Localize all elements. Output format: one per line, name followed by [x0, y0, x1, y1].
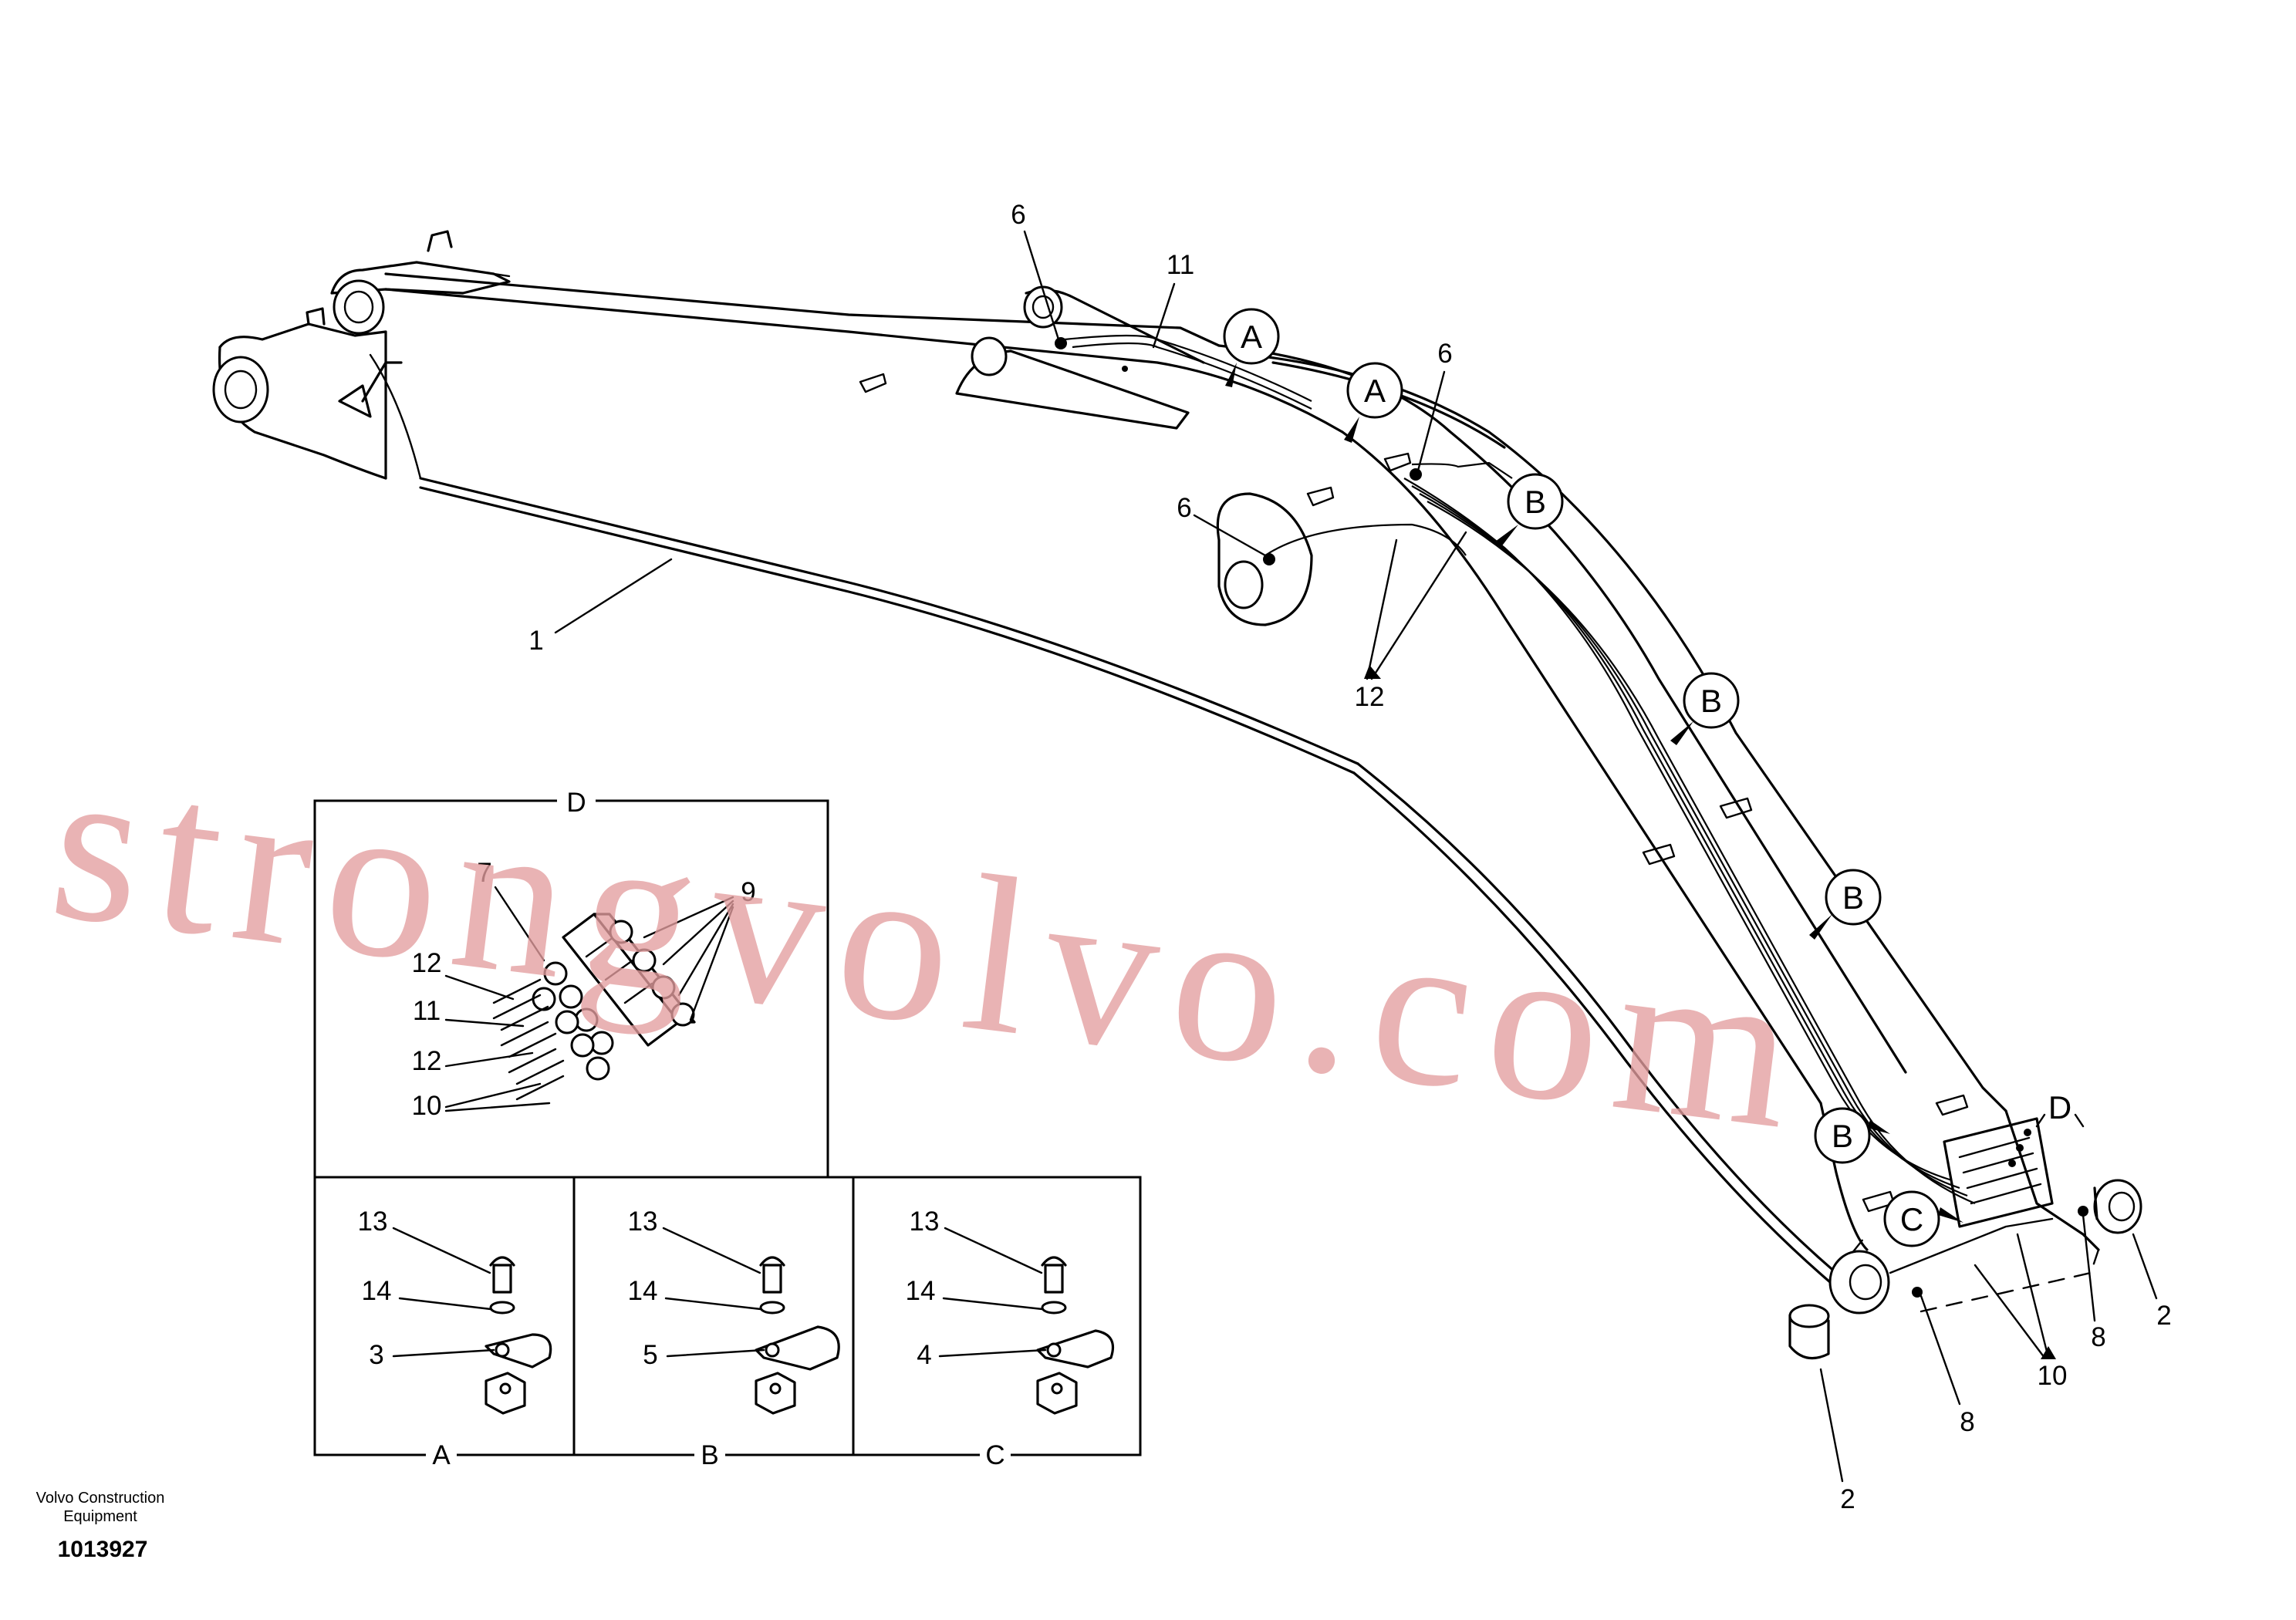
- label-bushing-front: 2: [1819, 1368, 1855, 1514]
- label-hoses-lower: 10: [1974, 1233, 2068, 1391]
- boom-foot: [1828, 1179, 2142, 1315]
- svg-text:C: C: [985, 1440, 1004, 1470]
- rear-pivot: [212, 307, 403, 480]
- detail-a-box: A: [313, 1176, 576, 1470]
- detail-d-fitting-block: [492, 913, 696, 1101]
- svg-text:11: 11: [1167, 250, 1194, 280]
- svg-text:14: 14: [628, 1276, 658, 1306]
- svg-text:13: 13: [628, 1207, 658, 1237]
- cylinder-ear: [330, 230, 511, 335]
- svg-text:7: 7: [477, 858, 491, 888]
- svg-text:10: 10: [412, 1091, 442, 1121]
- svg-text:C: C: [1900, 1201, 1923, 1237]
- svg-text:4: 4: [917, 1340, 931, 1370]
- label-plug-top: 6: [1011, 200, 1067, 349]
- svg-text:5: 5: [643, 1340, 657, 1370]
- bushing-front: [1788, 1304, 1830, 1360]
- label-nipple-rear: 8: [2078, 1206, 2106, 1352]
- svg-text:B: B: [1842, 879, 1864, 916]
- boom-body: [369, 272, 2100, 1313]
- detail-a-clamp: 13 14 3: [358, 1207, 552, 1415]
- boom-cylinder-bracket: [1216, 492, 1313, 626]
- svg-text:12: 12: [412, 948, 442, 978]
- label-bushing-rear: 2: [2132, 1233, 2172, 1331]
- label-plug-mid: 6: [1410, 339, 1453, 481]
- svg-text:6: 6: [1011, 200, 1025, 230]
- svg-text:8: 8: [1960, 1407, 1974, 1437]
- hose-end-block: [1943, 1117, 2054, 1228]
- label-nipple-front: 8: [1912, 1287, 1975, 1437]
- detail-b-box: B: [572, 1176, 855, 1470]
- svg-text:13: 13: [910, 1207, 940, 1237]
- callout-b2: B: [1670, 672, 1740, 745]
- svg-text:12: 12: [412, 1046, 442, 1076]
- drawing-number: 1013927: [58, 1537, 148, 1562]
- svg-text:D: D: [2048, 1089, 2071, 1126]
- svg-text:2: 2: [2156, 1301, 2171, 1331]
- bushing-rear: [2093, 1186, 2098, 1220]
- detail-d-labels: 7 9 12 11 12 10: [412, 858, 756, 1121]
- svg-text:6: 6: [1437, 339, 1452, 369]
- callout-a1: A: [1223, 308, 1280, 387]
- label-plug-pivot: 6: [1177, 493, 1275, 565]
- hydraulic-hoses: [1064, 334, 1976, 1205]
- detail-c-box: C: [852, 1176, 1142, 1470]
- svg-text:A: A: [432, 1440, 451, 1470]
- svg-text:6: 6: [1177, 493, 1191, 523]
- svg-text:12: 12: [1355, 682, 1385, 712]
- svg-text:3: 3: [369, 1340, 383, 1370]
- svg-text:B: B: [1832, 1118, 1853, 1154]
- svg-text:A: A: [1364, 373, 1386, 409]
- detail-b-clamp: 13 14 5: [628, 1207, 840, 1415]
- callout-b3: B: [1809, 869, 1882, 940]
- svg-text:2: 2: [1840, 1484, 1855, 1514]
- svg-text:13: 13: [358, 1207, 388, 1237]
- watermark: strongvolvo.com: [40, 717, 1822, 1178]
- svg-text:8: 8: [2091, 1322, 2105, 1352]
- svg-text:B: B: [1524, 484, 1546, 520]
- arm-cylinder-mount: [955, 285, 1205, 430]
- label-hoses: 12: [1355, 531, 1467, 712]
- detail-c-clamp: 13 14 4: [906, 1207, 1115, 1415]
- callout-a2: A: [1344, 362, 1403, 443]
- svg-text:14: 14: [906, 1276, 936, 1306]
- svg-text:A: A: [1241, 319, 1262, 355]
- svg-text:B: B: [1700, 683, 1722, 719]
- company-line-2: Equipment: [63, 1508, 137, 1525]
- svg-text:D: D: [566, 788, 586, 818]
- callout-b4: B: [1814, 1107, 1890, 1164]
- label-pipe-upper: 11: [1152, 250, 1194, 349]
- company-line-1: Volvo Construction: [36, 1490, 165, 1507]
- svg-text:9: 9: [741, 877, 755, 907]
- svg-text:11: 11: [413, 996, 441, 1026]
- svg-text:14: 14: [362, 1276, 392, 1306]
- svg-text:10: 10: [2038, 1361, 2068, 1391]
- svg-text:B: B: [701, 1440, 718, 1470]
- label-boom: 1: [528, 558, 673, 656]
- svg-text:1: 1: [528, 626, 543, 656]
- callout-d1: D: [2035, 1089, 2085, 1128]
- callout-b1: B: [1495, 473, 1564, 548]
- callout-c1: C: [1883, 1190, 1963, 1247]
